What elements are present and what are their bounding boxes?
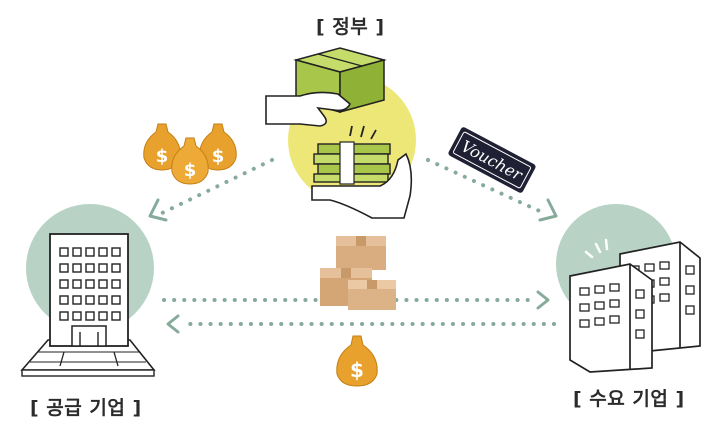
arrow-gov-to-demand	[426, 158, 548, 216]
arrow-gov-to-supplier	[158, 158, 274, 216]
money-bag-symbol: $	[156, 146, 169, 167]
supplier-group	[20, 204, 156, 377]
money-bag-bottom-icon: $	[336, 335, 378, 387]
money-bag-symbol: $	[184, 160, 197, 181]
flow-arrows	[158, 158, 556, 326]
chevron-gov-demand-icon	[538, 198, 558, 222]
voucher-ticket-icon: Voucher	[448, 127, 536, 193]
chevron-right-icon	[536, 290, 550, 310]
demand-building-icon	[569, 241, 701, 373]
cardboard-boxes-icon	[320, 236, 396, 310]
supplier-building-icon	[20, 233, 156, 377]
demand-group	[556, 204, 701, 373]
government-label: [ 정부 ]	[316, 16, 385, 38]
money-bag-symbol: $	[212, 146, 225, 167]
arrow-heads	[148, 198, 558, 334]
chevron-gov-supplier-icon	[148, 198, 168, 222]
sparkle-icon	[584, 238, 609, 259]
money-bag-symbol: $	[350, 358, 364, 382]
supplier-label: [ 공급 기업 ]	[30, 397, 142, 419]
demand-label: [ 수요 기업 ]	[573, 388, 685, 410]
money-bags-icon: $ $ $	[143, 123, 237, 185]
receiving-hand-icon	[311, 152, 413, 219]
government-group	[265, 47, 416, 219]
chevron-left-icon	[166, 314, 180, 334]
giving-hand-icon	[265, 91, 351, 127]
cash-stack-icon	[313, 125, 391, 185]
